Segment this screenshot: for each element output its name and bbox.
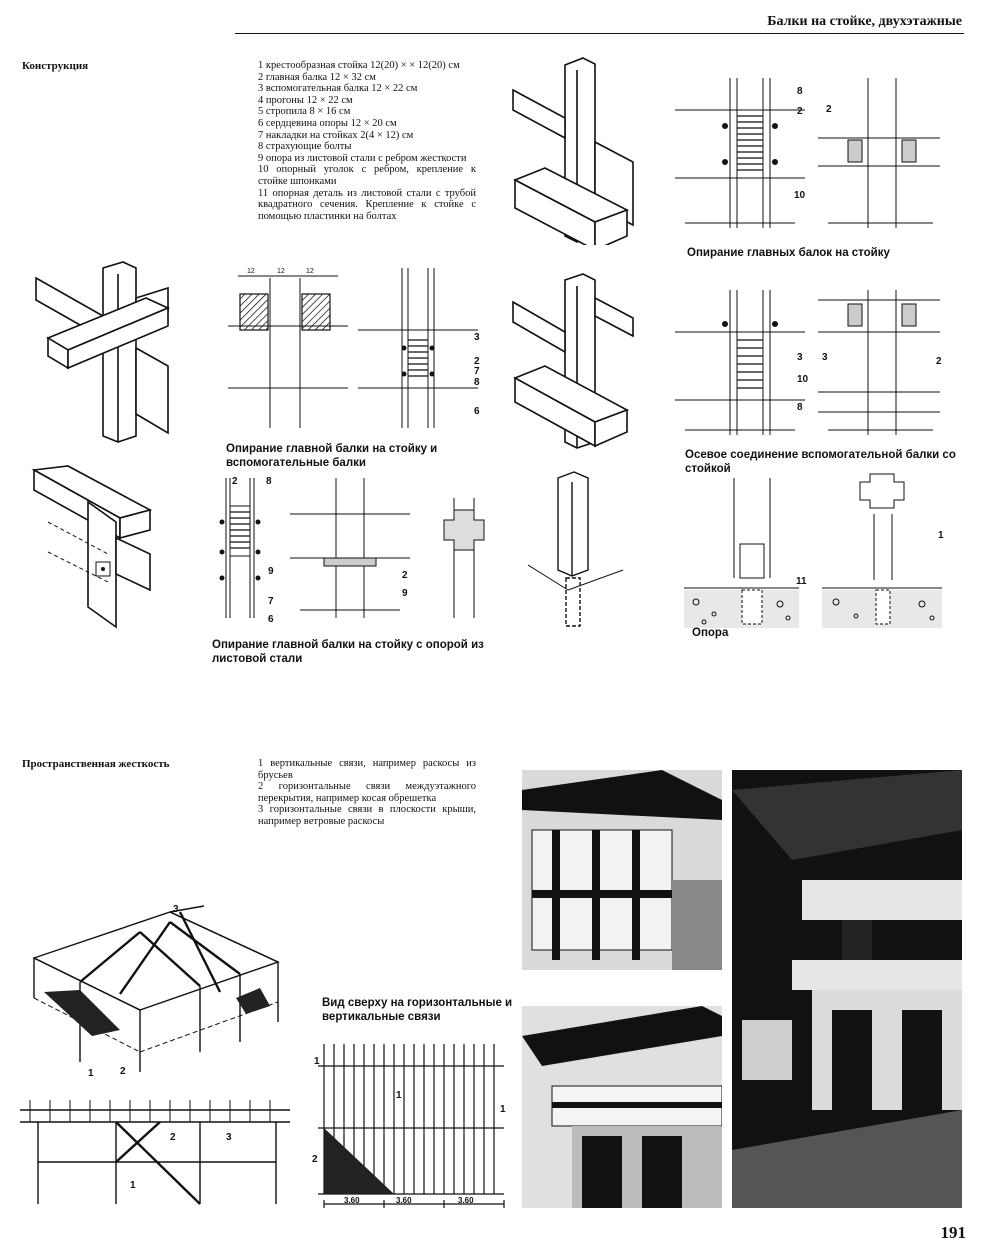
header-rule <box>235 33 964 34</box>
label-9b: 9 <box>402 588 408 599</box>
legend-item: 5 стропила 8 × 16 см <box>258 106 351 118</box>
label-3b: 3 <box>797 352 803 363</box>
photo-model-perspective <box>732 770 962 1208</box>
footing-elevation <box>684 478 799 628</box>
legend-item: 10 опорный уголок с ребром, крепление к … <box>258 164 476 187</box>
construction-legend: 1 крестообразная стойка 12(20) × × 12(20… <box>258 60 476 222</box>
label-1d: 1 <box>314 1056 320 1067</box>
legend-item: 2 горизонтальные связи междуэтажного пер… <box>258 781 476 804</box>
label-1: 1 <box>938 530 944 541</box>
span-label-2: 3.60 <box>396 1196 412 1205</box>
rigidity-legend: 1 вертикальные связи, например раскосы и… <box>258 758 476 828</box>
section-title-rigidity: Пространственная жесткость <box>22 758 170 770</box>
iso-footing <box>528 471 624 627</box>
legend-item: 2 главная балка 12 × 32 см <box>258 71 376 83</box>
dim-12c: 12 <box>306 268 314 275</box>
main-aux-support-section <box>358 268 478 428</box>
caption-steel-support: Опирание главной балки на стойку с опоро… <box>212 639 484 665</box>
label-2f: 2 <box>402 570 408 581</box>
label-6: 6 <box>474 406 480 417</box>
iso-beam-on-post <box>31 465 153 629</box>
legend-item: 3 горизонтальные связи в плоскости крыши… <box>258 804 476 827</box>
caption-main-beams-support: Опирание главных балок на стойку <box>687 247 890 259</box>
main-beams-support-section <box>818 78 940 228</box>
dim-12a: 12 <box>247 268 255 275</box>
iso-cross-post-middle <box>512 273 634 449</box>
caption-main-aux-support: Опирание главной балки на стойку и вспом… <box>226 443 438 469</box>
legend-item: 11 опорная деталь из листовой стали с тр… <box>258 187 476 222</box>
iso-cross-post-top <box>512 57 634 245</box>
axial-connection-section <box>818 290 940 435</box>
legend-item: 3 вспомогательная балка 12 × 22 см <box>258 83 418 95</box>
label-2e: 2 <box>232 476 238 487</box>
footing-section <box>822 473 942 628</box>
label-8: 8 <box>797 86 803 97</box>
label-2g: 2 <box>120 1066 126 1077</box>
label-6b: 6 <box>268 614 274 625</box>
label-7b: 7 <box>268 596 274 607</box>
section-title-construction: Конструкция <box>22 60 89 72</box>
legend-item: 1 вертикальные связи, например раскосы и… <box>258 758 476 781</box>
caption-axial-connection: Осевое соединение вспомогательной балки … <box>685 449 956 475</box>
label-8d: 8 <box>266 476 272 487</box>
label-3c: 3 <box>822 352 828 363</box>
label-3e: 3 <box>226 1132 232 1143</box>
caption-footing: Опора <box>692 627 729 639</box>
iso-cross-post-left <box>35 261 170 443</box>
label-11: 11 <box>796 576 807 587</box>
header-title: Балки на стойке, двухэтажные <box>767 14 962 29</box>
steel-support-plan <box>443 498 485 618</box>
label-2b: 2 <box>826 104 832 115</box>
label-2: 2 <box>797 106 803 117</box>
label-8b: 8 <box>474 377 480 388</box>
label-3d: 3 <box>173 904 179 915</box>
label-2h: 2 <box>170 1132 176 1143</box>
dim-12b: 12 <box>277 268 285 275</box>
label-1c: 1 <box>130 1180 136 1191</box>
page-number: 191 <box>940 1223 967 1242</box>
steel-support-section <box>290 478 410 618</box>
span-label-3: 3.60 <box>458 1196 474 1205</box>
legend-item: 7 накладки на стойках 2(4 × 12) см <box>258 129 414 141</box>
top-view-grid <box>318 1044 505 1208</box>
iso-frame-bracing <box>32 905 280 1072</box>
label-10b: 10 <box>797 374 809 385</box>
frame-elevation <box>20 1100 290 1205</box>
label-1f: 1 <box>500 1104 506 1115</box>
legend-item: 6 сердцевина опоры 12 × 20 см <box>258 117 397 129</box>
steel-support-elevation <box>219 478 261 618</box>
caption-top-view: Вид сверху на горизонтальные и вертикаль… <box>322 997 513 1023</box>
label-9: 9 <box>268 566 274 577</box>
legend-item: 9 опора из листовой стали с ребром жестк… <box>258 152 467 164</box>
span-label-1: 3.60 <box>344 1196 360 1205</box>
label-2c: 2 <box>474 356 480 367</box>
main-beams-support-elevation <box>675 78 805 228</box>
legend-item: 8 страхующие болты <box>258 141 352 153</box>
photo-model-upper <box>522 770 722 970</box>
label-8c: 8 <box>797 402 803 413</box>
label-2i: 2 <box>312 1154 318 1165</box>
legend-item: 4 прогоны 12 × 22 см <box>258 94 353 106</box>
label-3: 3 <box>474 332 480 343</box>
label-1b: 1 <box>88 1068 94 1079</box>
label-1e: 1 <box>396 1090 402 1101</box>
label-7: 7 <box>474 366 480 377</box>
legend-item: 1 крестообразная стойка 12(20) × × 12(20… <box>258 60 460 71</box>
photo-model-lower <box>522 1006 722 1208</box>
label-10: 10 <box>794 190 806 201</box>
main-aux-support-elevation <box>228 275 348 428</box>
label-2d: 2 <box>936 356 942 367</box>
axial-connection-elevation <box>675 290 805 435</box>
